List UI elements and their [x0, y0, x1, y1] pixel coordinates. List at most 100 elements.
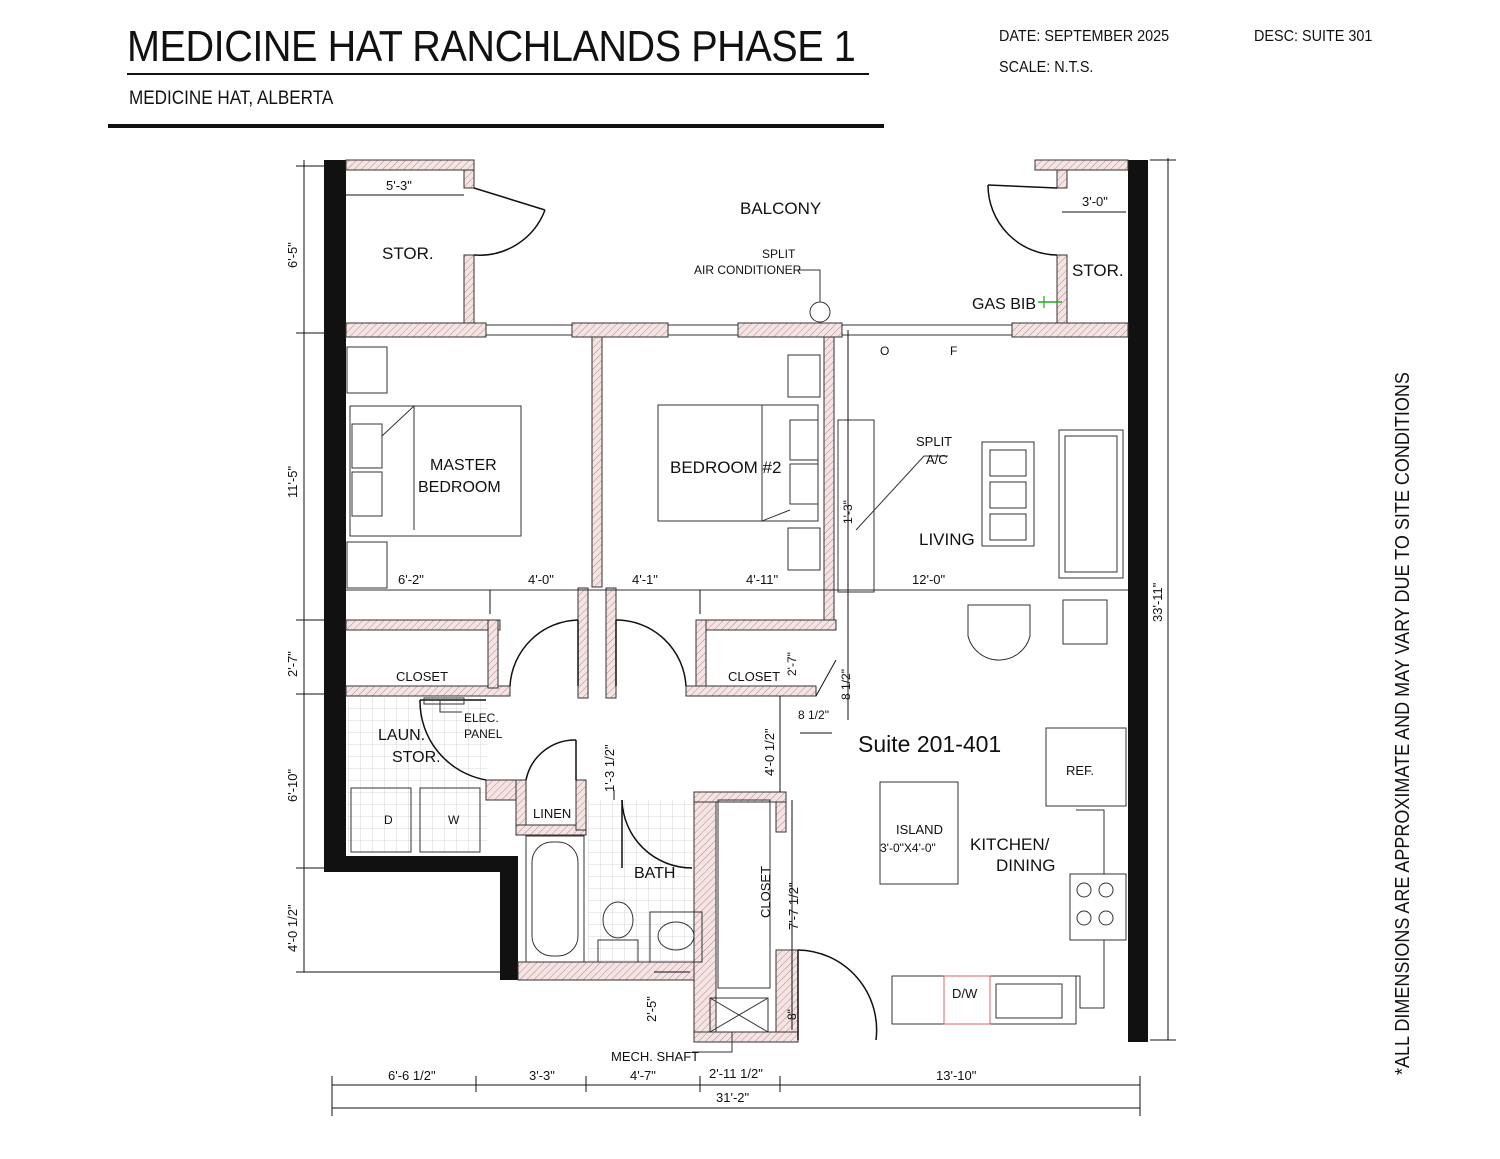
wall-closet2-side [695, 619, 707, 689]
door-stor-right-arc [987, 184, 1058, 256]
suite-label: Suite 201-401 [858, 731, 1001, 757]
wall-balcony-4 [1011, 322, 1129, 338]
dimension-lines [296, 158, 1176, 1116]
label-washer: W [448, 813, 460, 827]
door-bath-arc [621, 799, 693, 869]
closet-shelving [717, 799, 771, 989]
bedroom2-pillow-2 [789, 463, 819, 505]
wall-linen-left [515, 779, 527, 826]
plan-description: DESC: SUITE 301 [1254, 28, 1373, 45]
dimension-labels: 5'-3" 3'-0" 6'-5" 11'-5" 2'-7" 6'-10" 4'… [285, 178, 1165, 1105]
wall-linen-right [575, 779, 587, 831]
door-stor-left [473, 187, 546, 211]
wall-bedroom2-right [823, 336, 835, 628]
wall-balcony-3 [737, 322, 843, 338]
armchair-cushion-1 [989, 449, 1027, 477]
door-linen-arc [525, 739, 577, 781]
split-ac-unit [809, 301, 831, 323]
living-media-unit [837, 419, 875, 593]
wall-laundry-step [485, 779, 517, 801]
wall-corner-chamfer [815, 659, 837, 697]
wall-stor-left-side [463, 254, 475, 324]
wall-bedrooms-divider [591, 336, 603, 588]
vanity [649, 911, 703, 963]
label-master-2: BEDROOM [418, 479, 501, 496]
door-stor-right [987, 184, 1058, 189]
bath-tile-floor [588, 800, 698, 965]
dim-2-7b: 2'-7" [785, 652, 799, 676]
dim-4-0-5b: 4'-0 1/2" [762, 728, 777, 776]
dim-4-7: 4'-7" [630, 1068, 656, 1083]
furniture [346, 269, 1127, 1053]
label-kitchen-1: KITCHEN/ [970, 835, 1050, 854]
exterior-wall-notch-side [500, 856, 518, 980]
label-mech: MECH. SHAFT [611, 1049, 699, 1064]
dim-8: 8" [785, 1009, 799, 1020]
mech-shaft-x2 [709, 997, 769, 1033]
label-stor-right: STOR. [1072, 261, 1124, 280]
kitchen-island [879, 781, 959, 885]
room-labels: BALCONY STOR. STOR. SPLIT AIR CONDITIONE… [378, 199, 1124, 1064]
burner-2 [1098, 882, 1114, 898]
side-table [1062, 599, 1108, 645]
label-elec-2: PANEL [464, 727, 503, 741]
dim-6-6-5: 6'-6 1/2" [388, 1068, 436, 1083]
split-ac-leader [798, 269, 821, 302]
dim-3-0: 3'-0" [1082, 194, 1108, 209]
sofa [1058, 429, 1124, 579]
dim-8-5-b: 8 1/2" [798, 708, 829, 722]
wall-stor-left-top [463, 169, 475, 189]
door-swings [419, 184, 1058, 1041]
wall-balcony-2 [571, 322, 669, 338]
interior-walls [345, 159, 1129, 1043]
dryer [350, 787, 412, 853]
elec-panel [423, 697, 465, 705]
wall-bath-bottom [517, 961, 703, 981]
split-ac-indoor-leader [855, 455, 948, 531]
label-dryer: D [384, 813, 393, 827]
lower-counter [891, 975, 1077, 1025]
mech-shaft [709, 997, 769, 1033]
wall-closet3-right-top [775, 801, 787, 833]
label-laun-2: STOR. [392, 749, 441, 766]
bedroom2-bed [657, 404, 819, 522]
plan-location: MEDICINE HAT, ALBERTA [129, 88, 334, 109]
door-laundry-arc [419, 699, 487, 781]
dim-5-3: 5'-3" [386, 178, 412, 193]
door-stor-left-arc [473, 209, 546, 256]
sliding-door-living [841, 324, 1013, 336]
burner-4 [1098, 910, 1114, 926]
label-f: F [950, 344, 957, 358]
dim-8-5-a: 8 1/2" [839, 669, 853, 700]
dim-3-3: 3'-3" [529, 1068, 555, 1083]
wall-mech-right [775, 949, 799, 1043]
plan-scale: SCALE: N.T.S. [999, 59, 1094, 76]
door-entry-arc [797, 949, 878, 1041]
burner-3 [1076, 910, 1092, 926]
dim-12-0: 12'-0" [912, 572, 946, 587]
label-dw: D/W [952, 986, 978, 1001]
header-rule [108, 124, 884, 128]
wall-stor-right-top [1056, 169, 1068, 189]
label-island-1: ISLAND [896, 822, 943, 837]
dim-1-3: 1'-3" [841, 500, 855, 524]
accent-chair [967, 604, 1031, 661]
label-island-2: 3'-0"X4'-0" [880, 841, 936, 855]
label-bath: BATH [634, 865, 675, 882]
wall-hall-right [605, 587, 617, 699]
label-split-2: A/C [926, 452, 948, 467]
wall-mech-bottom [693, 1031, 799, 1043]
wall-closet3-top [693, 791, 787, 803]
dim-11-5: 11'-5" [285, 465, 300, 498]
wall-balcony-1 [345, 322, 487, 338]
label-ref: REF. [1066, 763, 1094, 778]
mech-shaft-leader [692, 1032, 733, 1053]
dim-4-11: 4'-11" [746, 572, 779, 587]
title-underline [127, 73, 869, 75]
master-bed-fold [381, 404, 415, 530]
master-pillow-2 [351, 471, 383, 517]
dim-1-3-5: 1'-3 1/2" [602, 744, 617, 792]
bedroom2-pillow-1 [789, 419, 819, 461]
stove [1069, 873, 1127, 941]
